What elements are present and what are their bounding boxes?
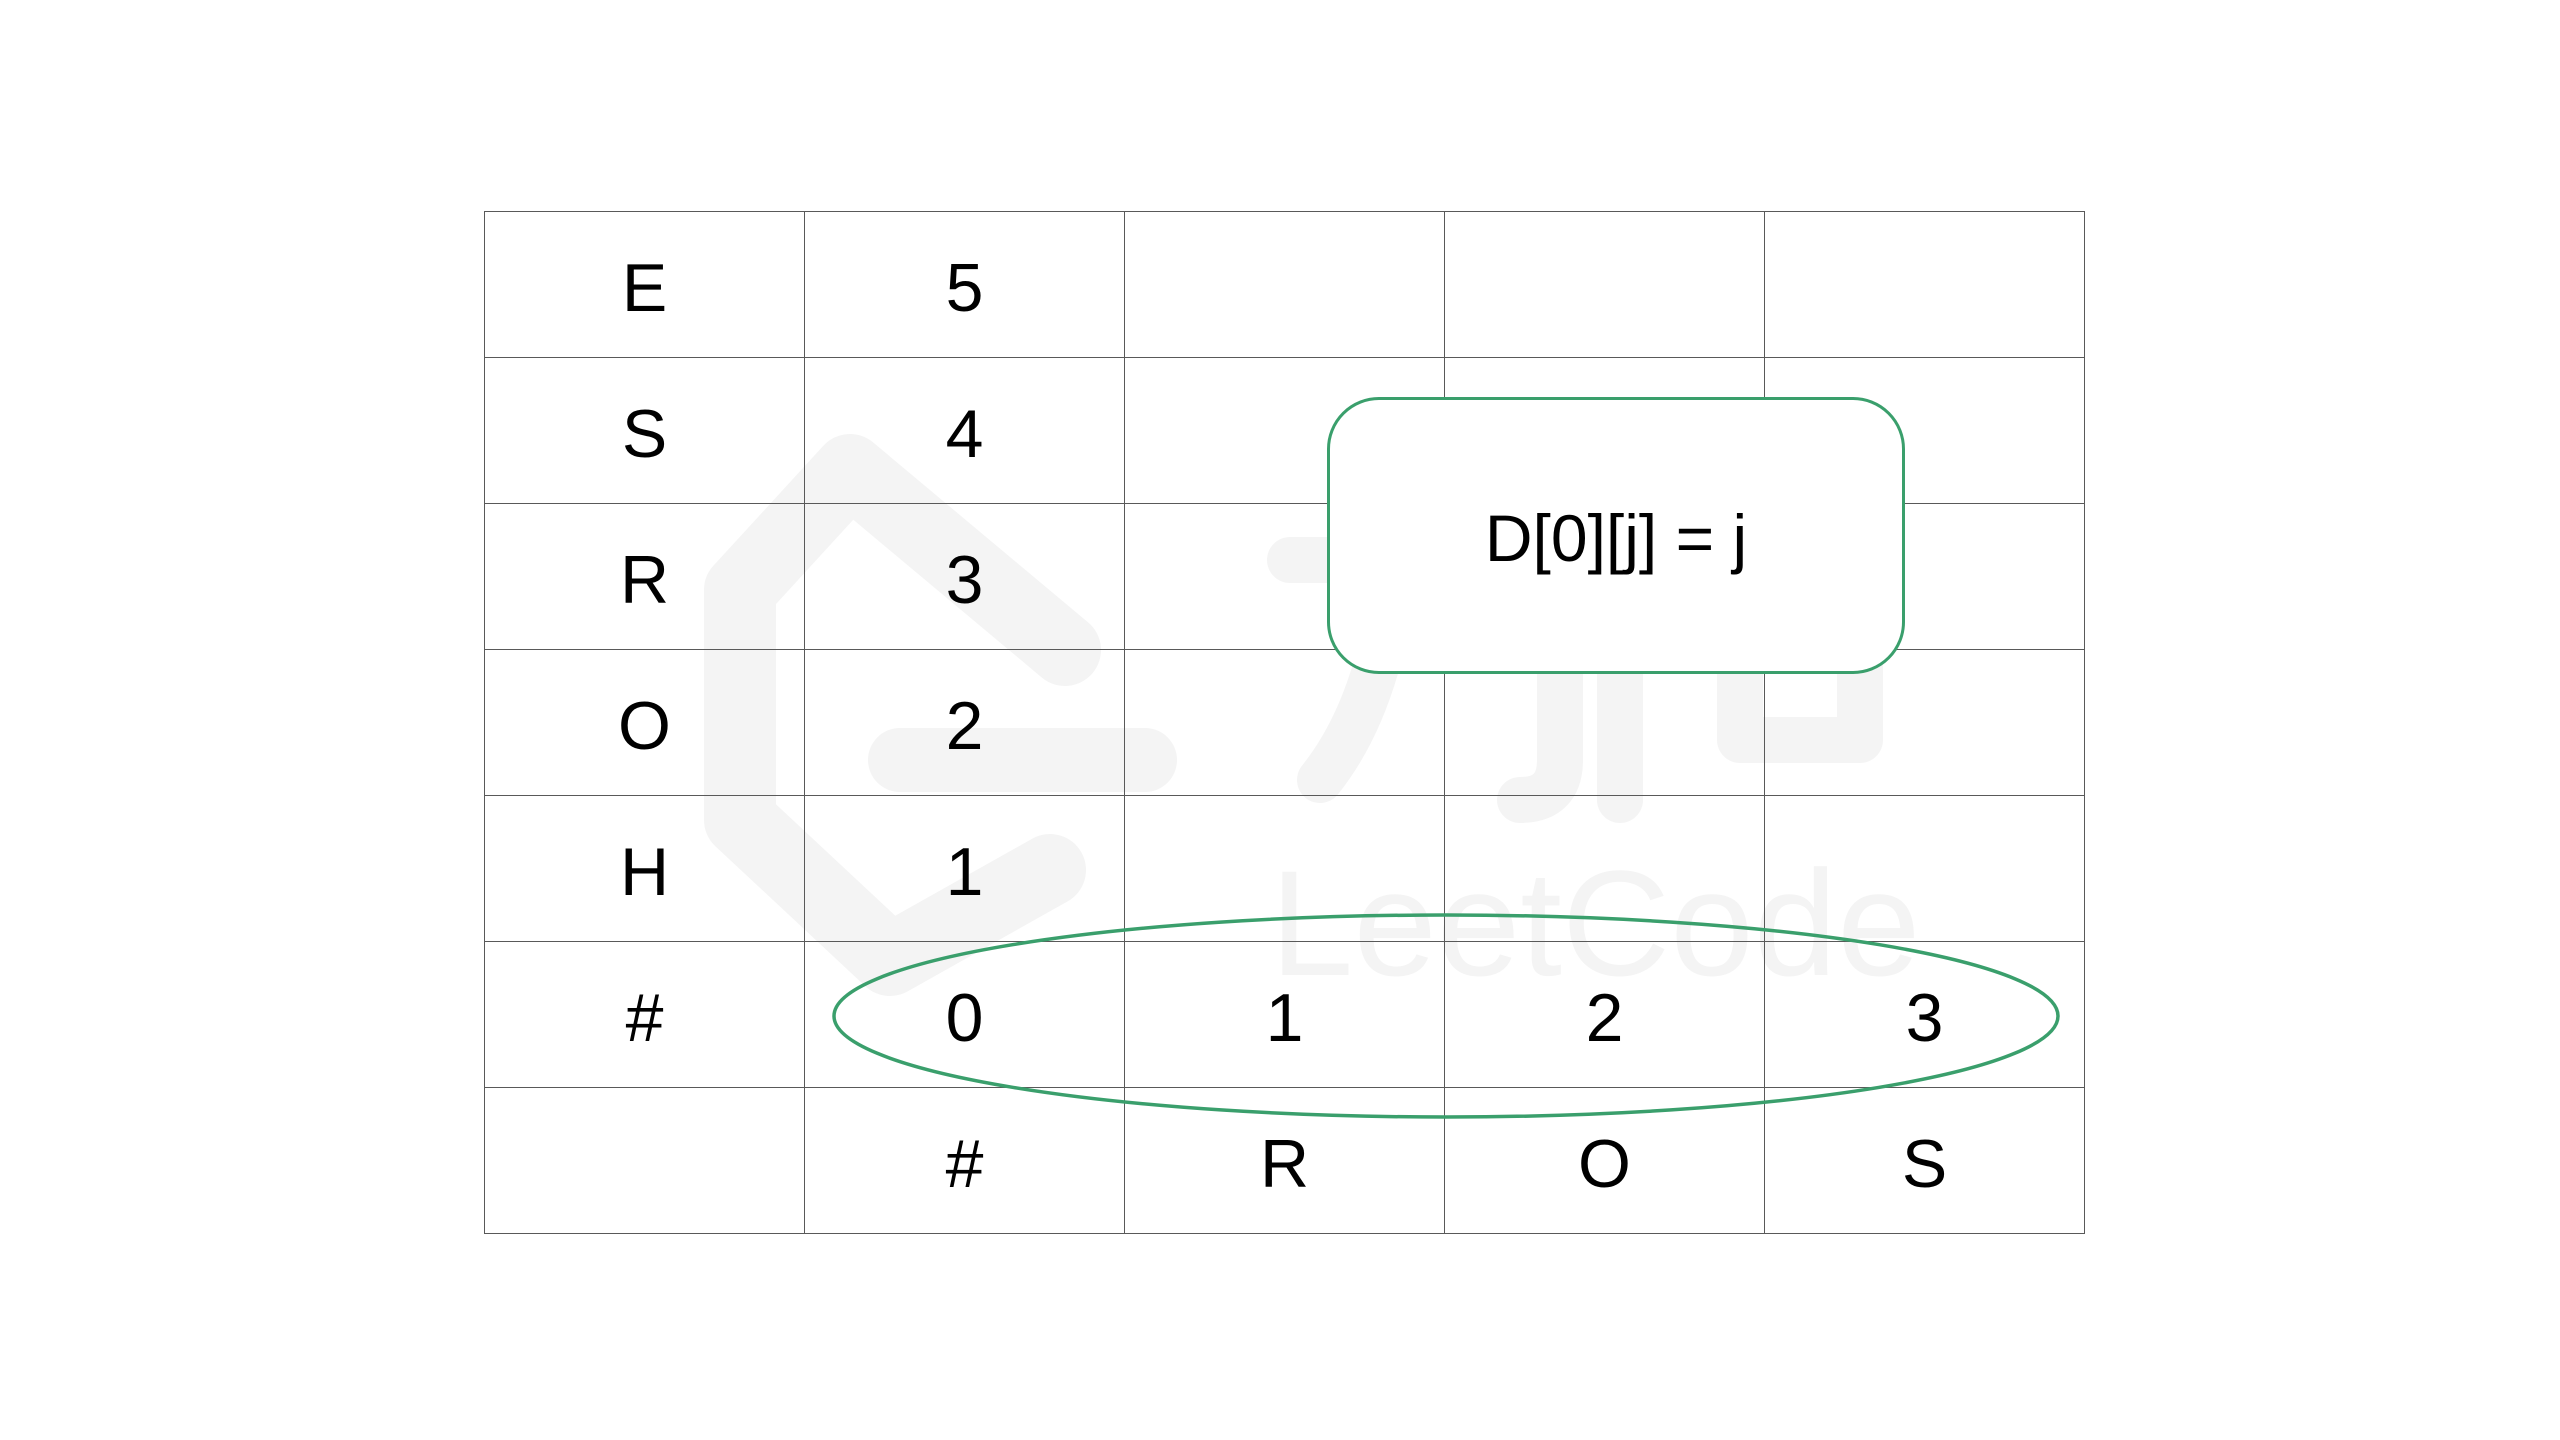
column-label-cell: S: [1764, 1087, 2085, 1234]
column-label-cell: #: [804, 1087, 1125, 1234]
column-label-cell: R: [1124, 1087, 1445, 1234]
dp-row-hash: # 0 1 2 3: [484, 941, 2085, 1088]
dp-cell: [1764, 795, 2085, 942]
dp-table-body: E 5 S 4 R 3 O 2: [484, 211, 2085, 1234]
dp-cell: 1: [1124, 941, 1445, 1088]
dp-cell: 0: [804, 941, 1125, 1088]
dp-cell: [1764, 211, 2085, 358]
dp-cell: [1444, 795, 1765, 942]
row-label-cell: H: [484, 795, 805, 942]
column-label-cell: O: [1444, 1087, 1765, 1234]
row-label-cell: S: [484, 357, 805, 504]
dp-cell: 3: [804, 503, 1125, 650]
dp-cell: 4: [804, 357, 1125, 504]
dp-cell: [1124, 211, 1445, 358]
row-label-cell: E: [484, 211, 805, 358]
row-label-cell: O: [484, 649, 805, 796]
formula-callout: D[0][j] = j: [1327, 397, 1905, 674]
dp-cell: 2: [1444, 941, 1765, 1088]
dp-cell: 1: [804, 795, 1125, 942]
dp-cell: 3: [1764, 941, 2085, 1088]
row-label-cell: #: [484, 941, 805, 1088]
dp-cell: [1124, 795, 1445, 942]
dp-table: E 5 S 4 R 3 O 2: [484, 211, 2085, 1234]
dp-cell: 2: [804, 649, 1125, 796]
dp-cell: 5: [804, 211, 1125, 358]
corner-cell: [484, 1087, 805, 1234]
formula-text: D[0][j] = j: [1484, 500, 1748, 575]
row-label-cell: R: [484, 503, 805, 650]
column-header-row: # R O S: [484, 1087, 2085, 1234]
dp-cell: [1444, 211, 1765, 358]
dp-row-E: E 5: [484, 211, 2085, 358]
dp-row-H: H 1: [484, 795, 2085, 942]
